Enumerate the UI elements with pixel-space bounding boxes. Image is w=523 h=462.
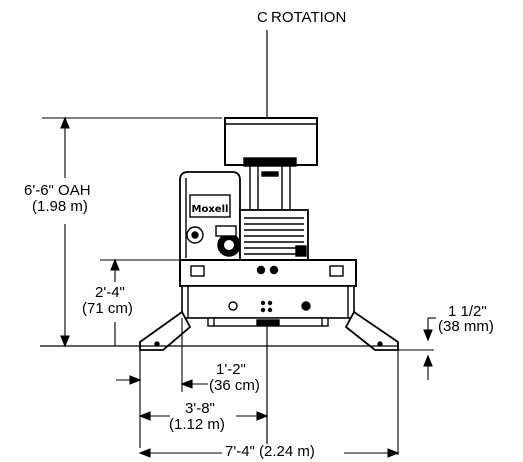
half-track-dimension bbox=[116, 375, 208, 389]
oah-dimension bbox=[42, 116, 222, 348]
outrigger-right bbox=[344, 310, 399, 351]
step-ft-label: 2'-4" bbox=[94, 284, 126, 301]
oah-ft-label: 6'-6" OAH bbox=[23, 182, 92, 199]
half-width-m-label: (1.12 m) bbox=[168, 416, 226, 433]
pad-mm-label: (38 mm) bbox=[437, 318, 495, 335]
overall-width-label: 7'-4" (2.24 m) bbox=[224, 443, 316, 460]
radiator-block bbox=[239, 209, 309, 261]
mast-column bbox=[243, 157, 297, 211]
half-width-dimension bbox=[138, 411, 269, 421]
rotation-label: ROTATION bbox=[271, 9, 347, 26]
centerline-symbol: C bbox=[257, 9, 268, 26]
svg-text:Moxell: Moxell bbox=[192, 204, 229, 215]
outrigger-left bbox=[139, 310, 192, 351]
step-height-dimension bbox=[100, 258, 180, 346]
oah-m-label: (1.98 m) bbox=[31, 198, 89, 215]
half-track-ft-label: 1'-2" bbox=[215, 361, 247, 378]
engine-control-box: Moxell bbox=[179, 171, 241, 261]
half-width-ft-label: 3'-8" bbox=[184, 400, 216, 417]
pad-in-label: 1 1/2" bbox=[447, 303, 488, 320]
overall-width-dimension bbox=[138, 448, 400, 458]
base-chassis bbox=[179, 259, 357, 327]
pad-thickness-dimension bbox=[398, 317, 436, 380]
step-cm-label: (71 cm) bbox=[81, 300, 134, 317]
half-track-cm-label: (36 cm) bbox=[208, 377, 261, 394]
